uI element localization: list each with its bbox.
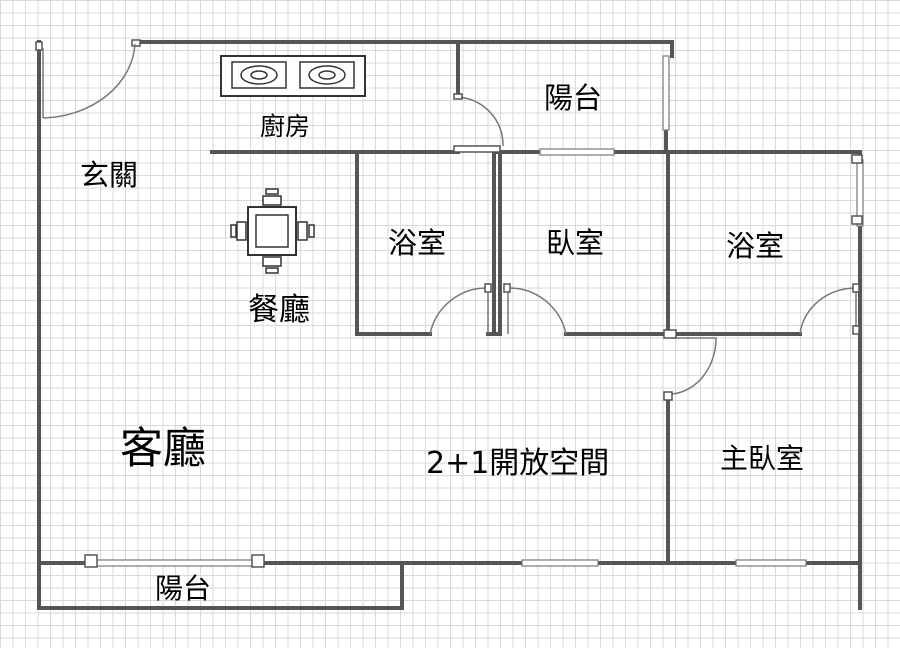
dining-table-icon <box>230 188 315 274</box>
label-open-space: 2+1開放空間 <box>426 446 609 481</box>
window-bottom-master <box>735 559 807 567</box>
label-living: 客廳 <box>120 424 206 474</box>
wall-bath1-right <box>486 150 499 336</box>
label-bathroom-2: 浴室 <box>726 229 784 263</box>
door-kitchen-balcony <box>453 93 504 153</box>
door-bedroom <box>503 283 567 335</box>
label-bathroom-1: 浴室 <box>388 226 446 260</box>
window-balcony-bottom <box>94 559 261 567</box>
wall-bath1-left <box>355 150 432 336</box>
label-balcony-bottom: 陽台 <box>155 572 211 605</box>
door-post-balcony-right <box>251 554 265 568</box>
window-top-balcony <box>662 55 670 131</box>
wall-balcony-bottom <box>37 561 404 610</box>
label-entrance: 玄關 <box>80 158 138 192</box>
label-kitchen: 廚房 <box>260 112 310 141</box>
door-post-balcony-left <box>84 554 98 568</box>
label-master-bedroom: 主臥室 <box>720 442 804 475</box>
window-bottom-living <box>521 559 599 567</box>
window-kitchen <box>539 148 615 156</box>
door-post-right-lower <box>851 215 863 225</box>
wall-top-main <box>138 40 674 58</box>
walls <box>37 40 862 610</box>
stove-icon <box>220 55 366 97</box>
label-bedroom: 臥室 <box>546 226 604 260</box>
label-dining: 餐廳 <box>248 292 310 328</box>
doors <box>35 39 863 568</box>
door-master-bedroom <box>663 329 717 401</box>
door-bathroom-1 <box>429 283 492 335</box>
label-balcony-top: 陽台 <box>544 81 602 115</box>
wall-bedroom-right <box>498 150 802 336</box>
room-labels: 玄關 廚房 陽台 餐廳 浴室 臥室 浴室 客廳 2+1開放空間 主臥室 陽台 <box>80 81 804 605</box>
door-entrance <box>35 39 141 119</box>
wall-corridor-top <box>210 150 862 162</box>
door-bathroom-2 <box>799 283 860 335</box>
windows <box>94 55 864 567</box>
door-post-right <box>851 154 863 164</box>
